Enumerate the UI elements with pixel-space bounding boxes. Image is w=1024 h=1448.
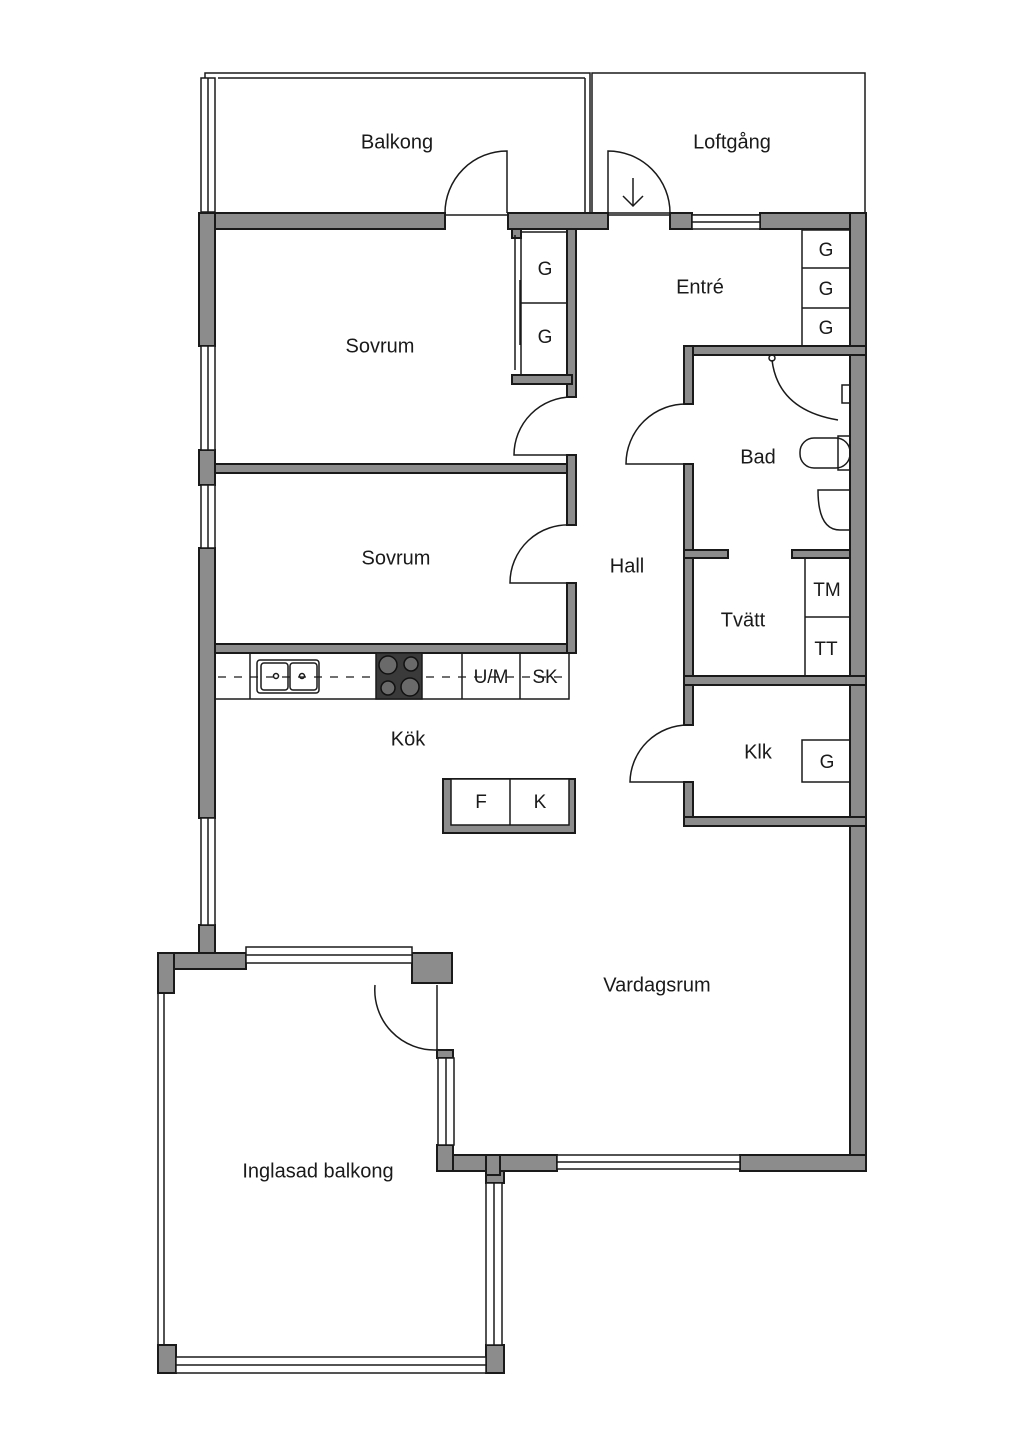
oven-microwave-label: U/M [474,667,509,688]
bathroom-fixtures [768,354,851,531]
room-label-hall: Hall [610,555,644,577]
wardrobe-label: G [819,318,834,339]
sink [256,659,320,694]
room-label-entre: Entré [676,276,724,298]
washer-label: TT [814,639,838,660]
tumble-dryer-label: TM [813,580,840,601]
room-label-balkong: Balkong [361,131,433,153]
wardrobe-label: G [820,752,835,773]
wardrobes [520,229,851,783]
doors [374,150,689,1051]
room-label-tvatt: Tvätt [721,609,766,631]
room-label-loftgang: Loftgång [693,131,771,153]
room-label-kok: Kök [391,728,426,750]
wardrobe-label: G [819,279,834,300]
room-label-sovrum-1: Sovrum [346,335,415,357]
kitchen-counter [214,652,570,700]
fridge-freezer [442,778,576,834]
room-label-klk: Klk [744,741,773,763]
room-label-bad: Bad [740,446,776,468]
wardrobe-label: G [538,327,553,348]
laundry-units [804,557,851,677]
room-label-vardagsrum: Vardagsrum [603,974,710,996]
windows [157,77,761,1374]
dishwasher-label: SK [532,667,558,688]
wardrobe-label: G [819,240,834,261]
room-label-inglasad-balkong: Inglasad balkong [242,1160,393,1182]
stove [375,652,423,700]
fridge-label: F [475,792,487,813]
freezer-label: K [534,792,547,813]
room-label-sovrum-2: Sovrum [362,547,431,569]
walls [157,212,867,1374]
wardrobe-label: G [538,259,553,280]
